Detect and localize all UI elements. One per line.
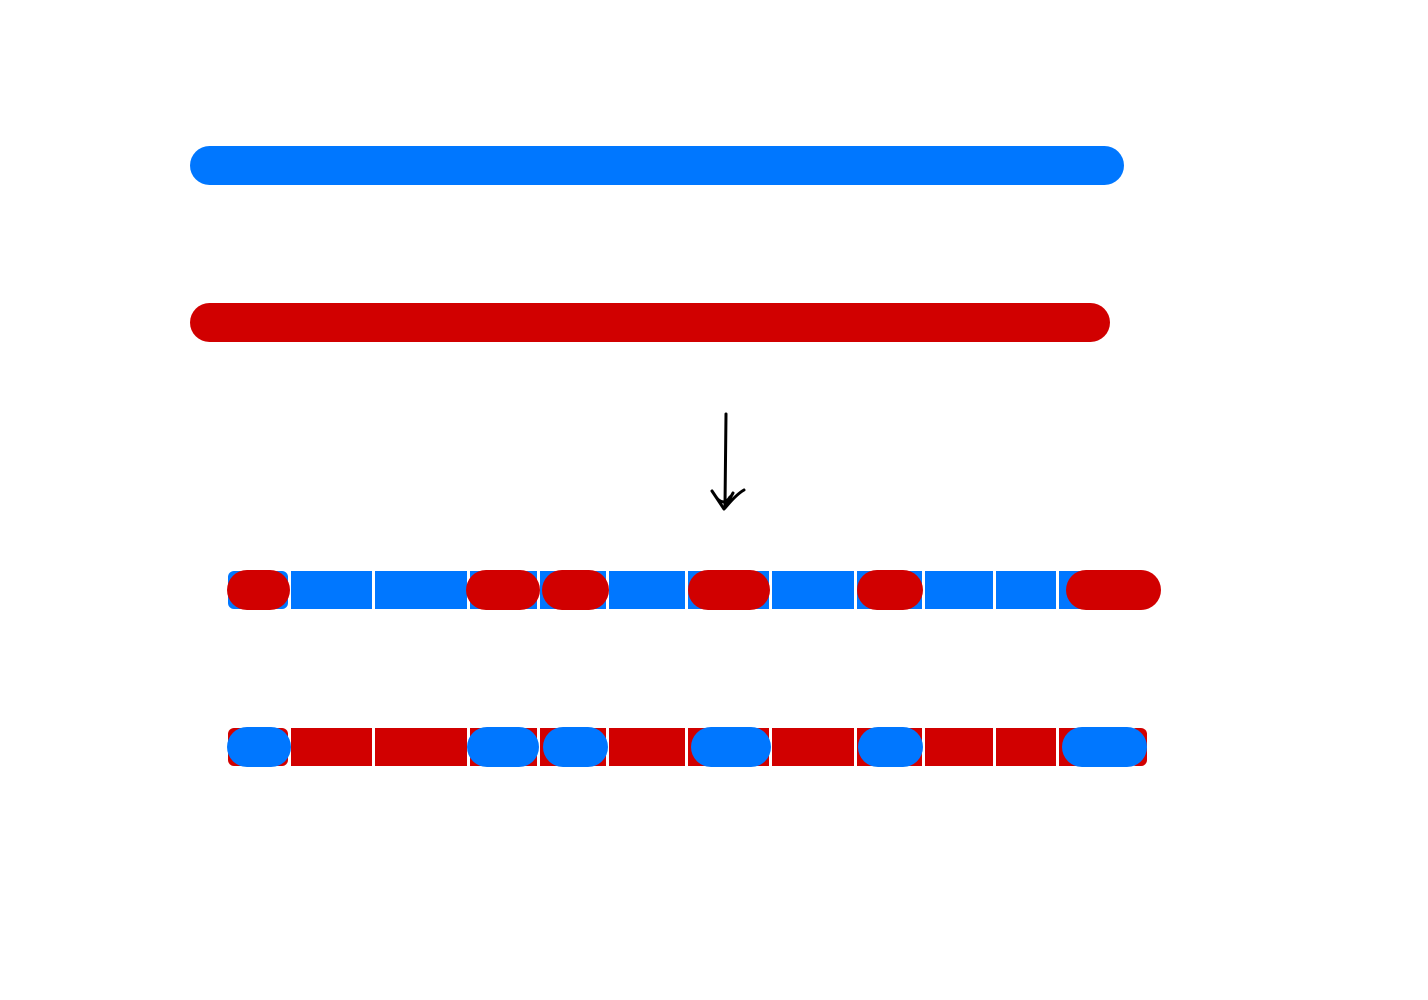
inserted-segment <box>1062 727 1147 767</box>
strand-segment <box>291 571 372 609</box>
arrow-shaft <box>723 412 728 507</box>
blue-strand <box>190 146 1124 185</box>
inserted-segment <box>543 727 608 767</box>
inserted-segment <box>227 727 291 767</box>
strand-segment <box>925 728 993 766</box>
strand-segment <box>996 571 1056 609</box>
strand-segment <box>375 571 467 609</box>
strand-segment <box>375 728 467 766</box>
inserted-segment <box>467 727 539 767</box>
strand-segment <box>609 571 685 609</box>
strand-segment <box>772 571 854 609</box>
arrow-head <box>710 488 746 511</box>
strand-segment <box>291 728 372 766</box>
inserted-segment <box>857 570 923 610</box>
red-strand <box>190 303 1110 342</box>
down-arrow-icon <box>710 412 746 511</box>
inserted-segment <box>466 570 540 610</box>
strand-segment <box>996 728 1056 766</box>
parent-strands <box>190 146 1124 342</box>
recombined-strand-red-base <box>227 727 1147 767</box>
inserted-segment <box>1066 570 1161 610</box>
recombined-strand-blue-base <box>227 570 1161 610</box>
inserted-segment <box>542 570 609 610</box>
inserted-segment <box>858 727 923 767</box>
strand-segment <box>609 728 685 766</box>
strand-segment <box>925 571 993 609</box>
inserted-segment <box>691 727 771 767</box>
inserted-segment <box>688 570 770 610</box>
inserted-segment <box>227 570 290 610</box>
strand-segment <box>772 728 854 766</box>
